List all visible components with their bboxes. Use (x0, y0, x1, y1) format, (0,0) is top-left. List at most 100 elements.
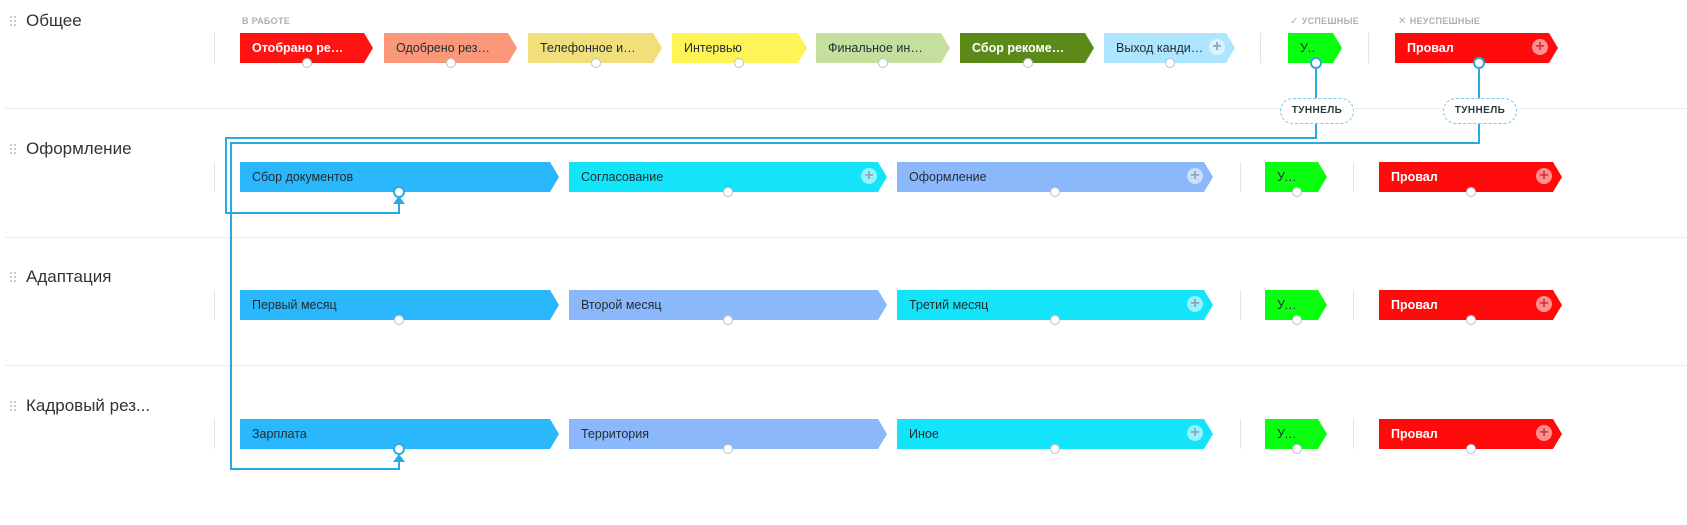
connector-knob[interactable] (1050, 187, 1060, 197)
fail-stage[interactable]: Провал+ (1395, 33, 1558, 69)
connector-knob[interactable] (1292, 315, 1302, 325)
pipeline-stage[interactable]: Телефонное интервью (528, 33, 662, 68)
connector-knob[interactable] (1023, 58, 1033, 68)
stage-label: Отобрано резюме (252, 41, 347, 55)
pipeline-stage[interactable]: Первый месяц (240, 290, 559, 325)
drag-handle-icon[interactable] (10, 144, 18, 158)
connector-knob[interactable] (1466, 444, 1476, 454)
pipeline-stage[interactable]: Сбор документов (240, 162, 559, 198)
column-divider (1240, 419, 1241, 449)
connector-knob[interactable] (1050, 315, 1060, 325)
column-divider (1353, 290, 1354, 320)
connector-knob[interactable] (446, 58, 456, 68)
drag-dot (10, 280, 12, 282)
connector-knob[interactable] (1466, 187, 1476, 197)
connector-knob[interactable] (393, 186, 405, 198)
column-divider (1260, 33, 1261, 63)
tunnel-badge-fail[interactable]: ТУННЕЛЬ (1443, 98, 1517, 124)
connector-knob[interactable] (1473, 57, 1485, 69)
pipeline-stage[interactable]: Третий месяц + (897, 290, 1213, 325)
drag-dot (14, 280, 16, 282)
drag-handle-icon[interactable] (10, 16, 18, 30)
pipeline-stage[interactable]: Выход кандидата+ (1104, 33, 1235, 68)
stage-label: Иное (909, 427, 939, 441)
drag-dot (14, 24, 16, 26)
column-divider (214, 290, 215, 320)
pipeline-stage[interactable]: Зарплата (240, 419, 559, 455)
pipeline-stage[interactable]: Территория (569, 419, 887, 454)
fail-stage[interactable]: Провал + (1379, 162, 1562, 197)
fail-stage[interactable]: Провал+ (1379, 290, 1562, 325)
pipeline-stage[interactable]: Иное + (897, 419, 1213, 454)
drag-dot (10, 401, 12, 403)
connector-knob[interactable] (723, 315, 733, 325)
pipeline-stage[interactable]: Отобрано резюме (240, 33, 373, 68)
group-success-header: ✓УСПЕШНЫЕ (1290, 16, 1360, 27)
success-stage[interactable]: Успех (1265, 419, 1327, 454)
stage-label: Согласование (581, 170, 664, 184)
stage-label: Территория (581, 427, 650, 441)
tunnel-badge-success[interactable]: ТУННЕЛЬ (1280, 98, 1354, 124)
column-divider (1368, 33, 1369, 63)
drag-dot (14, 405, 16, 407)
column-divider (1353, 162, 1354, 192)
stage-label: Третий месяц (909, 298, 989, 312)
connector-knob[interactable] (878, 58, 888, 68)
drag-handle-icon[interactable] (10, 272, 18, 286)
connector-knob[interactable] (723, 187, 733, 197)
pipeline-title[interactable]: Кадровый рез... (26, 396, 151, 415)
drag-dot (14, 20, 16, 22)
pipeline-stage[interactable]: Интервью (672, 33, 807, 68)
pipeline-title[interactable]: Адаптация (26, 267, 112, 286)
connector-knob[interactable] (1292, 187, 1302, 197)
success-stage[interactable]: Успех (1265, 290, 1327, 325)
connector-knob[interactable] (1165, 58, 1175, 68)
add-stage-icon[interactable]: + (861, 168, 877, 184)
pipeline-stage[interactable]: Согласование + (569, 162, 887, 197)
pipeline-stage[interactable]: Оформление+ (897, 162, 1213, 197)
drag-dot (14, 409, 16, 411)
add-stage-icon[interactable]: + (1536, 168, 1552, 184)
connector-knob[interactable] (1310, 57, 1322, 69)
connector-knob[interactable] (591, 58, 601, 68)
fail-stage[interactable]: Провал+ (1379, 419, 1562, 454)
column-divider (214, 162, 215, 192)
drag-dot (14, 272, 16, 274)
add-stage-icon[interactable]: + (1187, 425, 1203, 441)
pipeline-stage[interactable]: Сбор рекомендаций (960, 33, 1094, 68)
group-fail-header: ✕НЕУСПЕШНЫЕ (1398, 16, 1481, 27)
pipeline-stage[interactable]: Одобрено резюме (384, 33, 517, 68)
add-stage-icon[interactable]: + (1187, 296, 1203, 312)
add-stage-icon[interactable]: + (1536, 296, 1552, 312)
connector-knob[interactable] (302, 58, 312, 68)
drag-dot (10, 24, 12, 26)
stage-label: Провал (1391, 170, 1438, 184)
drag-dot (14, 148, 16, 150)
drag-handle-icon[interactable] (10, 401, 18, 415)
connector-knob[interactable] (1292, 444, 1302, 454)
add-stage-icon[interactable]: + (1209, 39, 1225, 55)
pipeline-stage[interactable]: Второй месяц (569, 290, 887, 325)
connector-knob[interactable] (1466, 315, 1476, 325)
connector-knob[interactable] (734, 58, 744, 68)
connector-knob[interactable] (723, 444, 733, 454)
stage-label: Сбор документов (252, 170, 354, 184)
drag-dot (10, 405, 12, 407)
connector-knob[interactable] (1050, 444, 1060, 454)
drag-dot (14, 401, 16, 403)
connector-knob[interactable] (394, 315, 404, 325)
add-stage-icon[interactable]: + (1536, 425, 1552, 441)
column-divider (214, 33, 215, 63)
pipeline-title[interactable]: Оформление (26, 139, 132, 158)
stage-label: Телефонное интервью (540, 41, 636, 55)
connector-knob[interactable] (393, 443, 405, 455)
add-stage-icon[interactable]: + (1532, 39, 1548, 55)
row-separator (5, 108, 1687, 109)
add-stage-icon[interactable]: + (1187, 168, 1203, 184)
success-stage[interactable]: Успех (1288, 33, 1342, 69)
success-stage[interactable]: Успех (1265, 162, 1327, 197)
drag-dot (14, 144, 16, 146)
pipeline-title[interactable]: Общее (26, 11, 82, 30)
pipeline-stage[interactable]: Финальное интервью (816, 33, 950, 68)
cross-icon: ✕ (1398, 16, 1407, 27)
